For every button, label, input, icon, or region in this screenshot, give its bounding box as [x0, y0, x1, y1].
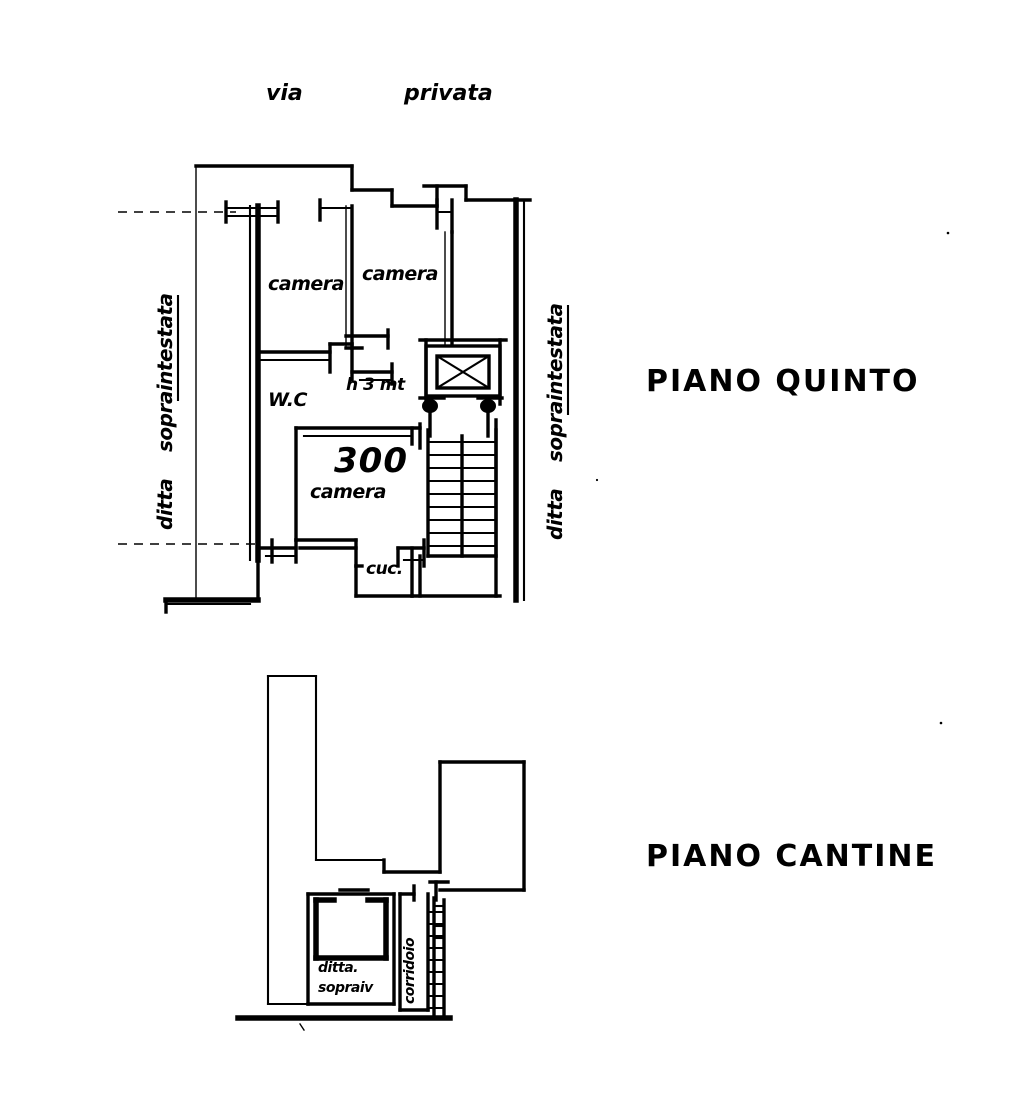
cantine-label-corridoio-group: corridoio	[402, 937, 418, 1004]
piano-quinto-plan: camera camera W.C h 3 mt 300 camera cuc.…	[118, 164, 570, 614]
room-label-cucina: cuc.	[366, 559, 403, 579]
room-label-camera-3: camera	[310, 481, 386, 503]
section-title-piano-cantine: PIANO CANTINE	[646, 839, 937, 874]
boundary-label-right-sopraintestata: sopraintestata	[543, 303, 567, 462]
elevator-cross-b	[435, 354, 491, 390]
cantine-label-corridoio: corridoio	[402, 937, 418, 1004]
room-label-camera-2: camera	[362, 263, 438, 285]
room-label-camera-1: camera	[268, 273, 344, 295]
elevator-shaft	[418, 338, 508, 406]
boundary-left-group: ditta sopraintestata	[153, 293, 177, 530]
street-title-privata: privata	[403, 81, 493, 106]
street-title-via: via	[266, 81, 303, 106]
elevator-car-outline	[435, 354, 491, 390]
cantine-datum-tick	[299, 1023, 305, 1031]
cellar-box	[306, 888, 396, 1006]
piano-cantine-plan: ditta. sopraiv corridoio	[235, 674, 526, 1031]
scan-speckle-1	[946, 231, 950, 235]
scan-speckle-3	[595, 478, 599, 482]
scan-speckle-2	[939, 721, 943, 725]
boundary-label-left-sopraintestata: sopraintestata	[153, 293, 177, 452]
room-label-wc: W.C	[268, 389, 308, 411]
staircase-piano-quinto	[426, 428, 498, 558]
cantine-label-ditta: ditta.	[318, 960, 358, 976]
room-number-300: 300	[334, 441, 408, 481]
boundary-label-left-ditta: ditta	[153, 479, 177, 530]
annotation-ceiling-height: h 3 mt	[346, 375, 406, 395]
landing-doors	[418, 396, 504, 438]
boundary-right-group: ditta sopraintestata	[543, 303, 567, 540]
cantine-label-sopraiv: sopraiv	[318, 980, 374, 996]
section-title-piano-quinto: PIANO QUINTO	[646, 364, 920, 399]
cantine-stair-treads	[426, 910, 446, 1010]
boundary-label-right-ditta: ditta	[543, 489, 567, 540]
